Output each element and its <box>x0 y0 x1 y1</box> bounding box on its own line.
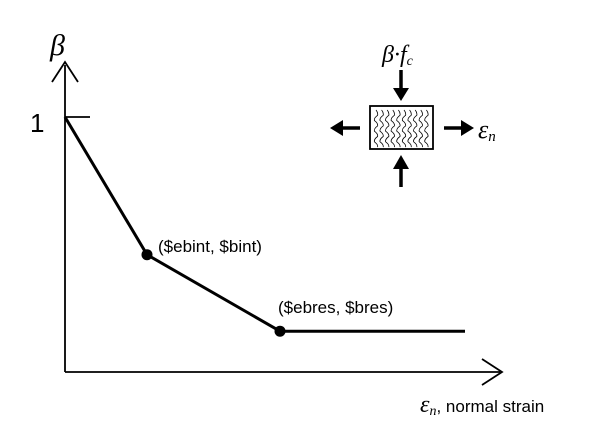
crack-line <box>390 109 395 148</box>
top-force-label: β·fc <box>381 42 414 69</box>
crack-line <box>385 109 390 148</box>
arrow-left-head <box>330 120 343 136</box>
y-axis-label: β <box>49 29 65 62</box>
element-box <box>369 105 434 150</box>
crack-lines <box>373 109 429 148</box>
crack-line <box>407 109 412 148</box>
stress-element-inset: β·fc εn <box>330 42 496 187</box>
degradation-curve <box>63 116 465 333</box>
crack-line <box>413 109 418 148</box>
x-axis-symbol: ε <box>420 392 430 418</box>
crack-line <box>373 109 379 148</box>
y-axis-arrowhead <box>51 60 79 83</box>
right-strain-label: εn <box>478 115 496 145</box>
crack-line <box>401 109 407 148</box>
arrow-bottom-head <box>393 155 409 169</box>
point-intermediate <box>141 249 153 261</box>
x-axis-subscript: n <box>429 404 436 419</box>
arrow-right-head <box>461 120 474 136</box>
x-axis-label: εn, normal strain <box>420 392 544 419</box>
right-strain-sub: n <box>488 129 496 145</box>
crack-line <box>379 109 384 148</box>
top-force-sub: c <box>407 54 414 69</box>
point-residual <box>274 325 286 337</box>
right-strain-main: ε <box>478 115 489 144</box>
x-axis-arrowhead <box>481 358 504 386</box>
point-label-residual: ($ebres, $bres) <box>278 298 393 317</box>
crack-line <box>418 109 423 148</box>
arrow-top-head <box>393 88 409 101</box>
crack-line <box>424 109 429 148</box>
x-axis-text: , normal strain <box>436 397 544 416</box>
y-tick-label: 1 <box>30 108 44 138</box>
crack-line <box>396 109 401 148</box>
point-label-intermediate: ($ebint, $bint) <box>158 237 262 256</box>
top-force-main: β·f <box>381 42 410 68</box>
